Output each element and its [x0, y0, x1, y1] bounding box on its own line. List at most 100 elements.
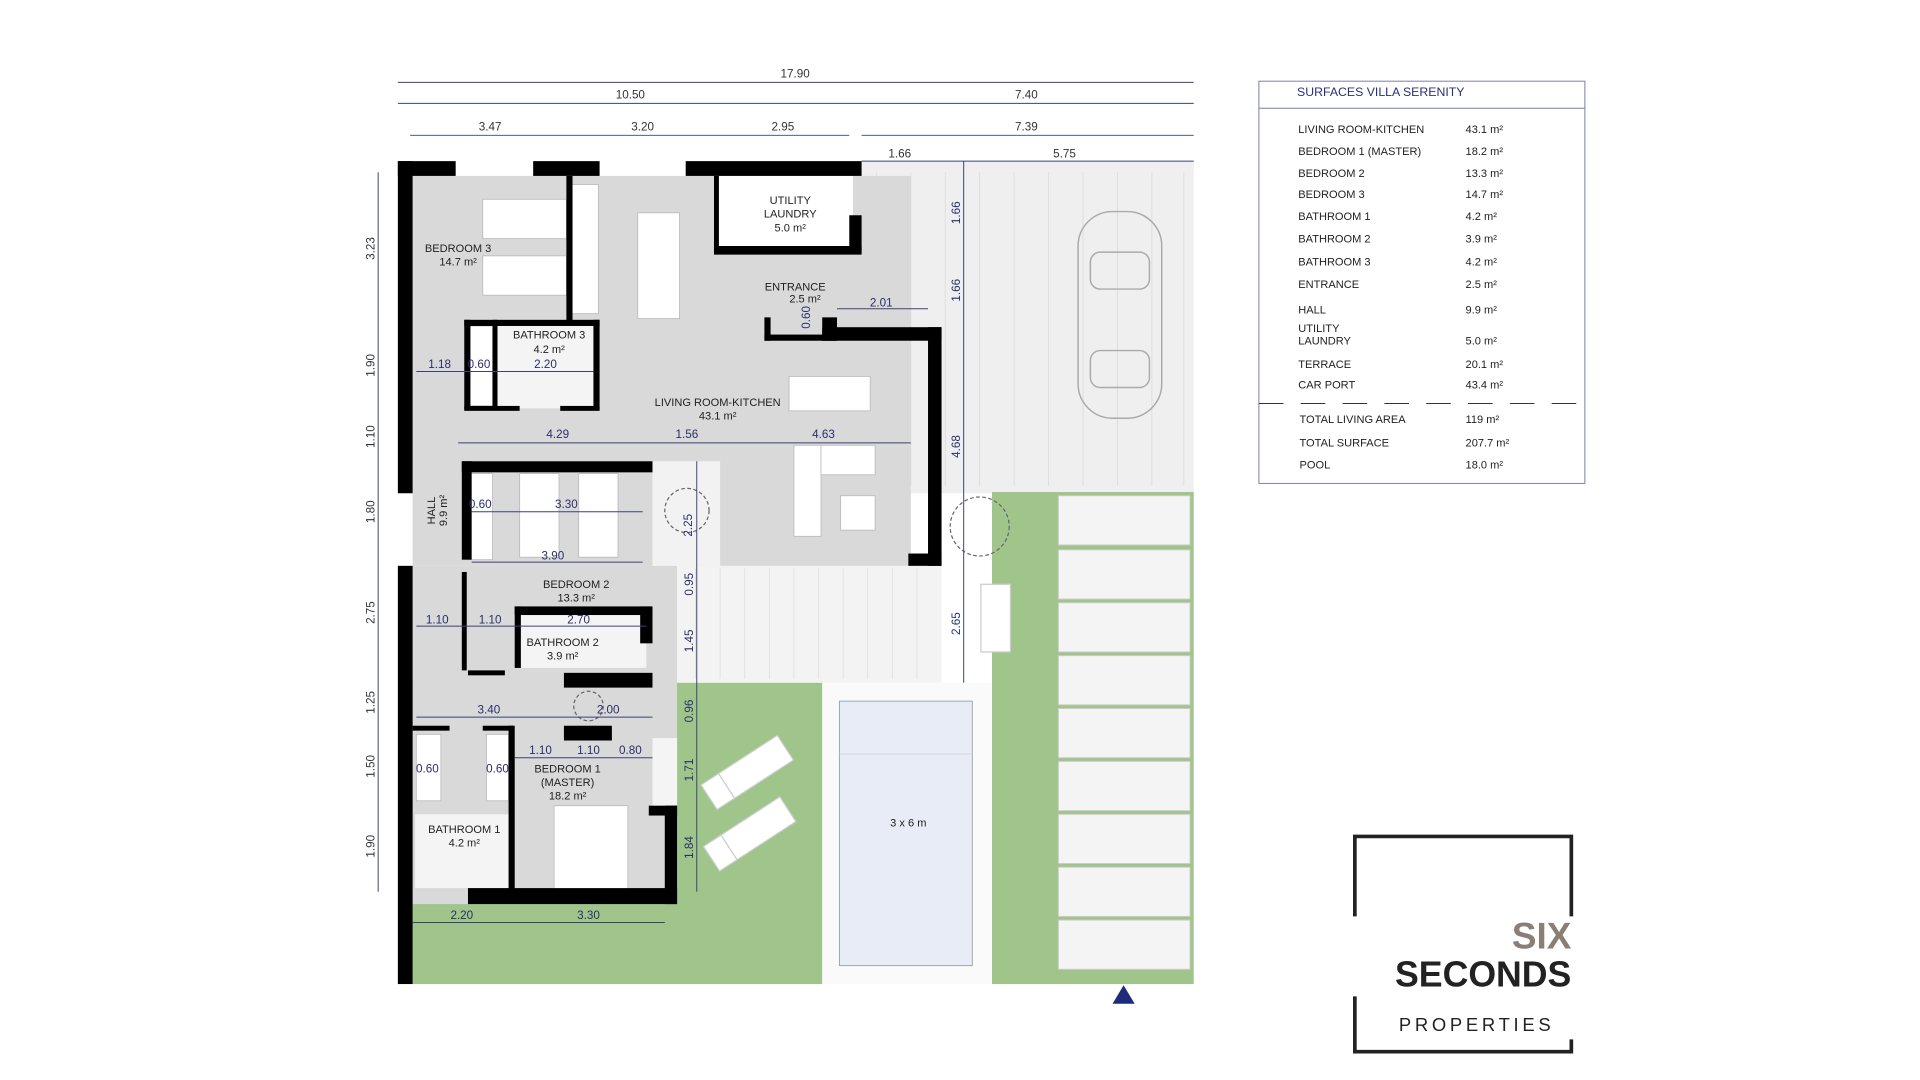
- bathroom1-floor: [415, 814, 512, 889]
- room-area: 3.9 m²: [547, 650, 579, 662]
- room-name: ENTRANCE: [765, 281, 826, 293]
- logo-seconds: SECONDS: [1395, 955, 1571, 995]
- bathroom3-floor: [495, 325, 594, 409]
- sofa: [793, 444, 822, 537]
- table-title: SURFACES VILLA SERENITY: [1297, 85, 1464, 99]
- garden-tiles: [1057, 495, 1191, 970]
- room-name: BATHROOM 3: [513, 329, 585, 341]
- total-value: 18.0 m²: [1466, 460, 1504, 472]
- pool: [838, 700, 973, 967]
- dim: 1.90: [364, 834, 377, 857]
- dim: 3.47: [479, 120, 502, 133]
- floors: [412, 175, 911, 905]
- room-labels: BEDROOM 3 14.7 m² BATHROOM 3 4.2 m² UTIL…: [425, 195, 826, 849]
- dim: 1.66: [888, 147, 911, 160]
- table-row: BEDROOM 1 (MASTER) 18.2 m²: [1298, 146, 1503, 158]
- dim: 3.30: [555, 498, 578, 511]
- dim: 2.01: [870, 296, 893, 309]
- room-name: BEDROOM 3: [425, 243, 491, 255]
- row-label: CAR PORT: [1298, 380, 1355, 392]
- dim: 1.84: [683, 836, 696, 859]
- dim: 7.39: [1015, 120, 1038, 133]
- room-area: 43.1 m²: [699, 410, 737, 422]
- dim: 1.71: [683, 759, 696, 782]
- wardrobe: [467, 473, 494, 561]
- room-name: LIVING ROOM-KITCHEN: [655, 397, 781, 409]
- total-value: 207.7 m²: [1466, 438, 1510, 450]
- tree-icon: [573, 690, 604, 722]
- walls: [397, 161, 942, 985]
- dimensions-top: 17.90 10.50 7.40 3.47 3.20 2.95 7.39 1.6…: [397, 67, 1194, 162]
- room-name: (MASTER): [541, 777, 594, 789]
- dim: 3.30: [577, 909, 600, 922]
- dim: 2.70: [567, 614, 590, 627]
- row-label: LIVING ROOM-KITCHEN: [1298, 124, 1424, 136]
- total-label: POOL: [1299, 460, 1330, 472]
- room-name: BEDROOM 2: [543, 579, 609, 591]
- north-arrow-icon: [1112, 985, 1135, 1004]
- row-label: TERRACE: [1298, 359, 1351, 371]
- table-row: LIVING ROOM-KITCHEN 43.1 m²: [1298, 124, 1503, 136]
- dim: 0.60: [469, 498, 492, 511]
- dim: 1.66: [950, 201, 963, 224]
- row-value: 4.2 m²: [1466, 211, 1498, 223]
- row-label: BEDROOM 1 (MASTER): [1298, 146, 1421, 158]
- dim-overall: 17.90: [781, 67, 811, 80]
- logo-six: SIX: [1512, 915, 1572, 956]
- room-name: LAUNDRY: [764, 209, 817, 221]
- car-icon: [1077, 210, 1163, 419]
- room-name: BATHROOM 2: [527, 637, 599, 649]
- total-label: TOTAL LIVING AREA: [1299, 414, 1406, 426]
- dim: 1.50: [364, 754, 377, 777]
- row-value: 43.1 m²: [1466, 124, 1504, 136]
- tree-icon: [664, 487, 710, 534]
- dimensions-left: 3.23 1.90 1.10 1.80 2.75 1.25 1.50 1.90: [364, 172, 379, 892]
- table-row: BATHROOM 1 4.2 m²: [1298, 211, 1497, 223]
- row-value: 20.1 m²: [1466, 359, 1504, 371]
- row-value: 18.2 m²: [1466, 146, 1504, 158]
- dim: 10.50: [616, 88, 646, 101]
- dining-table: [788, 375, 871, 412]
- row-label: UTILITY: [1298, 323, 1340, 335]
- row-value: 3.9 m²: [1466, 233, 1498, 245]
- logo-properties: PROPERTIES: [1399, 1014, 1554, 1035]
- sofa: [820, 444, 876, 476]
- dim: 2.25: [682, 514, 695, 537]
- six-seconds-logo: SIX SECONDS PROPERTIES: [1353, 834, 1574, 1054]
- kitchen-counter: [570, 184, 599, 315]
- row-label: LAUNDRY: [1298, 335, 1351, 347]
- dim: 0.60: [486, 762, 509, 775]
- sun-loungers: [700, 734, 797, 873]
- room-area: 9.9 m²: [438, 494, 450, 526]
- row-value: 5.0 m²: [1466, 335, 1498, 347]
- dim: 1.25: [364, 691, 377, 714]
- row-label: BEDROOM 3: [1298, 189, 1364, 201]
- dim: 1.10: [479, 614, 502, 627]
- room-area: 4.2 m²: [533, 344, 565, 356]
- total-row: POOL 18.0 m²: [1299, 460, 1503, 472]
- double-bed: [553, 805, 629, 890]
- dim: 3.20: [631, 120, 654, 133]
- dimensions-interior: 1.18 0.60 2.20 4.29 1.56 4.63 0.60 3.30 …: [412, 161, 965, 924]
- dim: 0.60: [800, 305, 813, 328]
- room-name: UTILITY: [770, 195, 812, 207]
- room-name: HALL: [426, 497, 438, 525]
- row-value: 9.9 m²: [1466, 305, 1498, 317]
- row-label: BEDROOM 2: [1298, 168, 1364, 180]
- room-area: 18.2 m²: [549, 791, 587, 803]
- row-label: ENTRANCE: [1298, 279, 1359, 291]
- tree-icon: [949, 496, 1010, 557]
- dim: 7.40: [1015, 88, 1038, 101]
- room-area: 14.7 m²: [439, 257, 477, 269]
- dim: 1.10: [529, 744, 552, 757]
- dim: 1.90: [364, 353, 377, 376]
- dim: 2.65: [950, 612, 963, 635]
- row-label: BATHROOM 1: [1298, 211, 1370, 223]
